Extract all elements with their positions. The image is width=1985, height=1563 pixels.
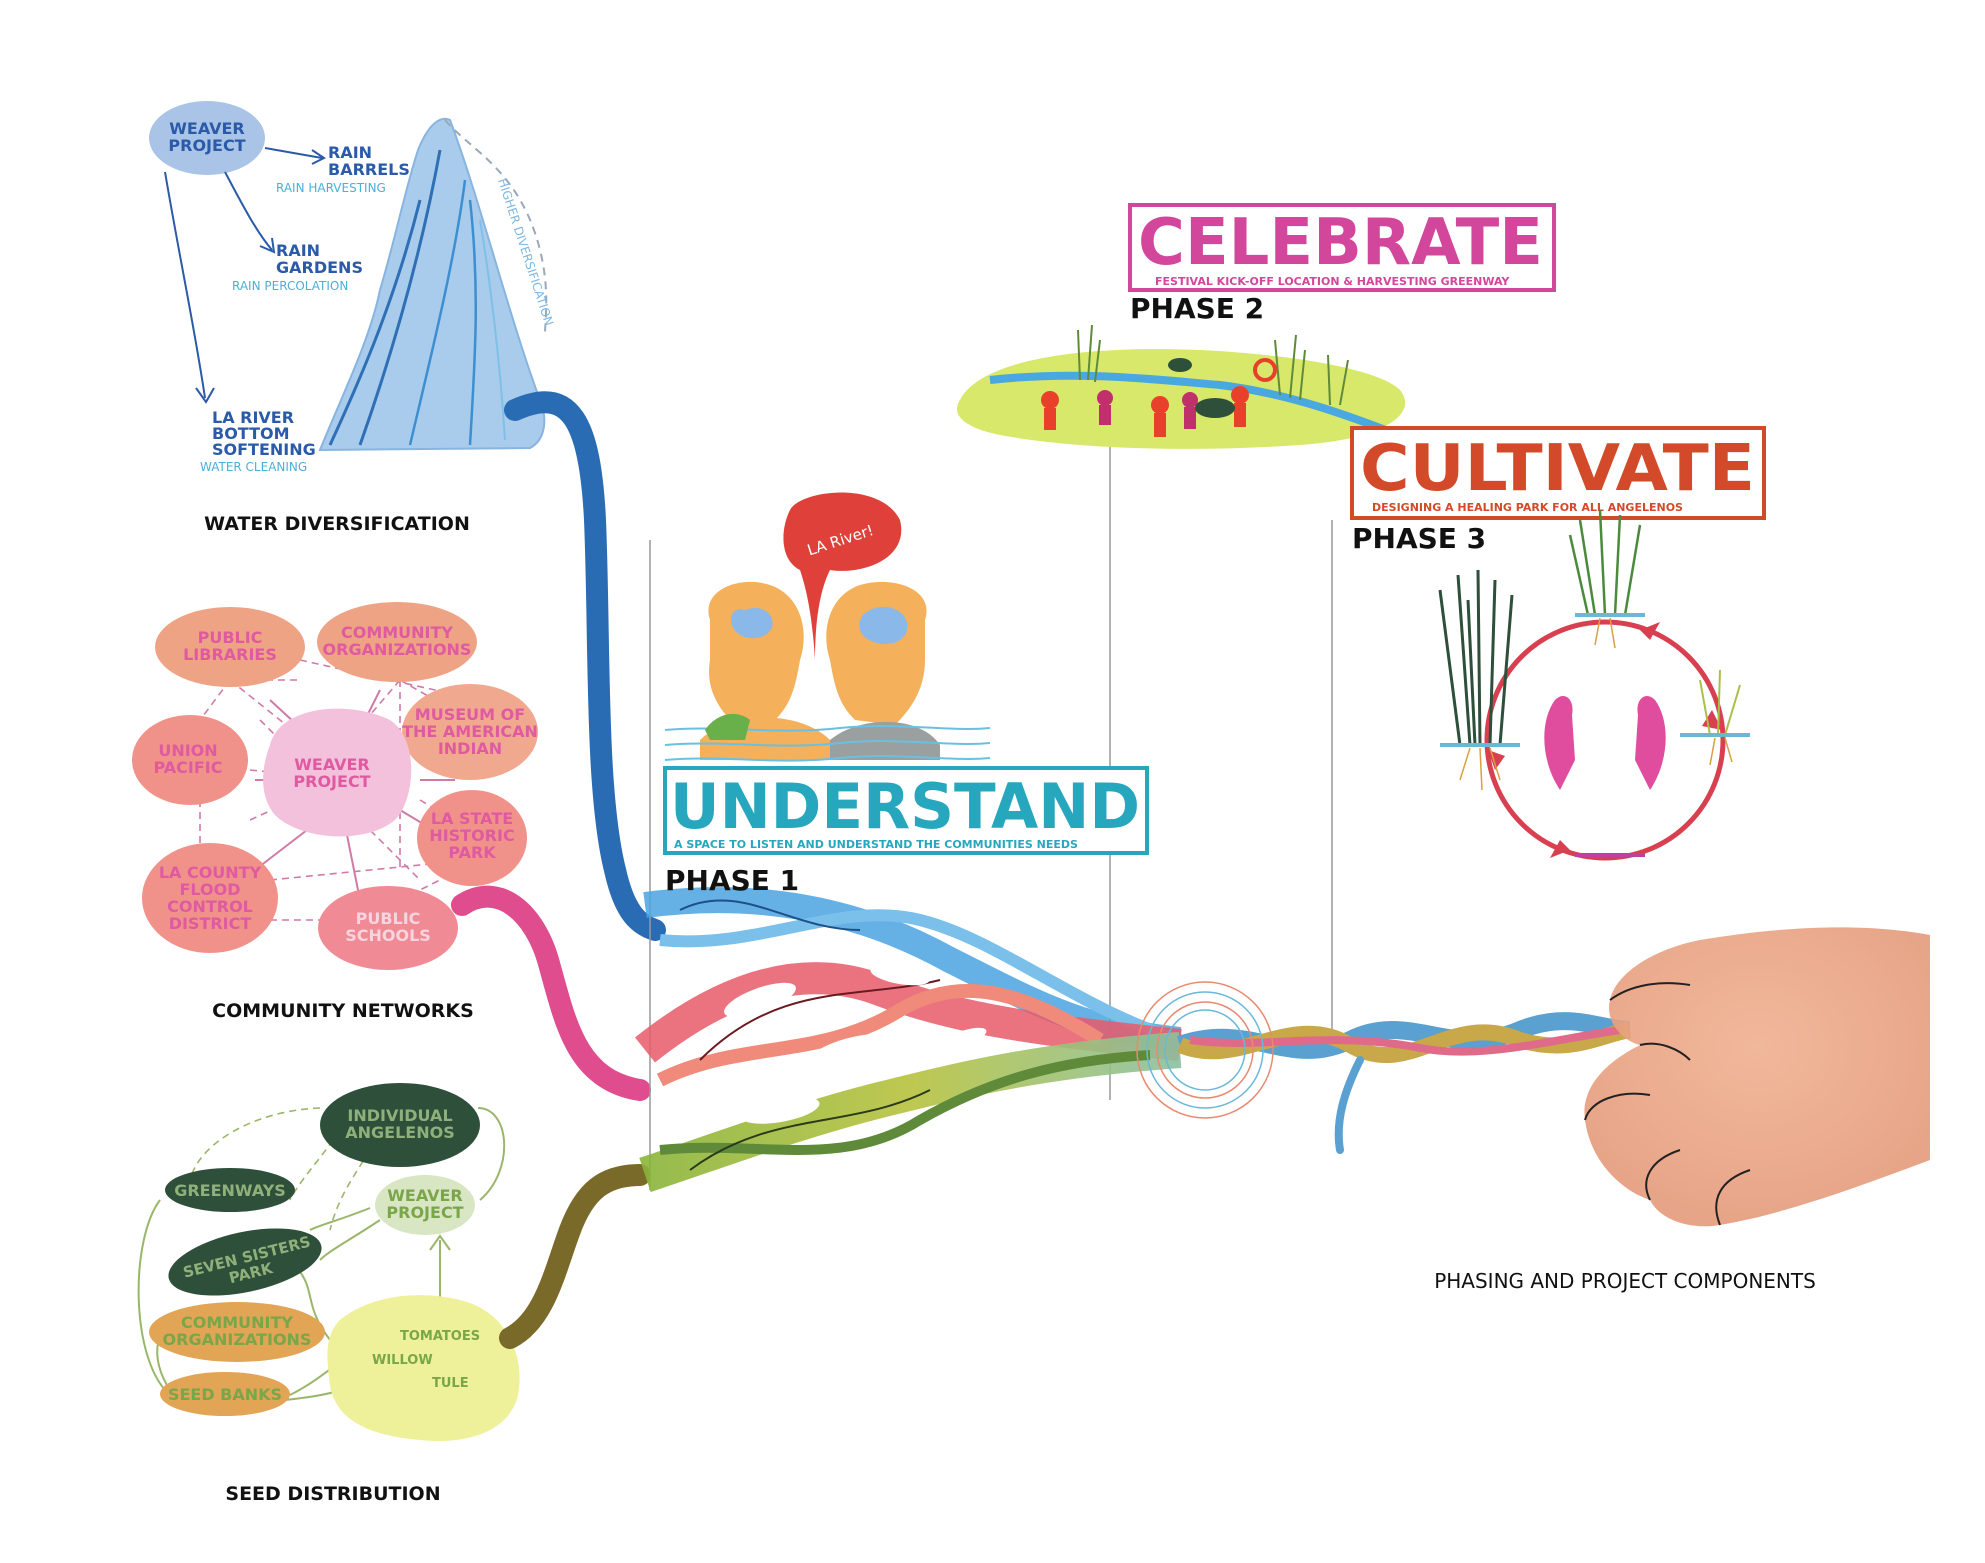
tule-label: TULE	[432, 1376, 469, 1391]
listening-heads-illustration	[664, 581, 991, 762]
cultivate-title-box	[1350, 426, 1766, 520]
festival-greenway-illustration	[956, 324, 1452, 459]
individual-angelenos-label-2: ANGELENOS	[345, 1123, 454, 1142]
community-organizations-label-2: ORGANIZATIONS	[323, 640, 472, 659]
la-county-label-1: LA COUNTY	[159, 863, 262, 882]
rain-percolation-label: RAIN PERCOLATION	[232, 279, 348, 293]
seed-community-orgs-label-2: ORGANIZATIONS	[163, 1330, 312, 1349]
public-schools-node	[318, 886, 458, 970]
water-weaver-label-1: WEAVER	[169, 119, 245, 138]
celebrate-title: CELEBRATE	[1138, 206, 1543, 280]
seed-banks-node	[160, 1372, 290, 1416]
tomatoes-label: TOMATOES	[400, 1329, 480, 1344]
hand-illustration	[1584, 927, 1930, 1227]
community-weaver-label-1: WEAVER	[294, 755, 370, 774]
community-networks-diagram: PUBLIC LIBRARIES COMMUNITY ORGANIZATIONS…	[132, 602, 538, 1022]
la-state-park-label-3: PARK	[448, 843, 496, 862]
willow-label: WILLOW	[372, 1353, 433, 1368]
public-libraries-label-2: LIBRARIES	[183, 645, 277, 664]
la-river-label-1: LA RIVER	[212, 408, 294, 427]
phase-2-label: PHASE 2	[1130, 292, 1264, 325]
community-organizations-node	[317, 602, 477, 682]
la-county-label-3: CONTROL	[167, 897, 253, 916]
woven-braid	[635, 887, 1632, 1193]
cultivate-subtitle: DESIGNING A HEALING PARK FOR ALL ANGELEN…	[1372, 501, 1683, 514]
greenways-label: GREENWAYS	[174, 1181, 286, 1200]
community-networks-caption: COMMUNITY NETWORKS	[212, 1000, 474, 1022]
rain-barrels-label-1: RAIN	[328, 143, 372, 162]
community-connector-strand	[451, 885, 651, 1101]
seed-banks-label: SEED BANKS	[168, 1385, 282, 1404]
seed-weaver-label-1: WEAVER	[387, 1186, 463, 1205]
seed-distribution-diagram: INDIVIDUAL ANGELENOS GREENWAYS WEAVER PR…	[137, 1083, 520, 1505]
water-connector-strand	[504, 391, 666, 941]
understand-subtitle: A SPACE TO LISTEN AND UNDERSTAND THE COM…	[674, 838, 1078, 851]
individual-angelenos-label-1: INDIVIDUAL	[347, 1106, 452, 1125]
phasing-caption: PHASING AND PROJECT COMPONENTS	[1434, 1269, 1816, 1293]
seed-distribution-caption: SEED DISTRIBUTION	[225, 1483, 440, 1505]
community-weaver-label-2: PROJECT	[293, 772, 370, 791]
la-county-label-4: DISTRICT	[169, 914, 252, 933]
la-state-park-label-1: LA STATE	[431, 809, 513, 828]
museum-label-1: MUSEUM OF	[415, 705, 525, 724]
water-diversification-caption: WATER DIVERSIFICATION	[204, 513, 470, 535]
plants-node	[327, 1295, 520, 1441]
rain-harvesting-label: RAIN HARVESTING	[276, 181, 386, 195]
phase-1-understand: LA River! UNDERSTAND A SPACE TO LISTEN A…	[663, 492, 1149, 897]
seed-community-orgs-node	[149, 1302, 325, 1362]
water-diversification-diagram: WEAVER PROJECT RAIN BARRELS RAIN HARVEST…	[149, 101, 556, 535]
celebrate-subtitle: FESTIVAL KICK-OFF LOCATION & HARVESTING …	[1155, 275, 1510, 288]
rain-barrels-label-2: BARRELS	[328, 160, 410, 179]
celebrate-title-box	[1128, 203, 1556, 292]
union-pacific-label-1: UNION	[158, 741, 217, 760]
museum-label-2: THE AMERICAN	[402, 722, 538, 741]
water-mountain-shape	[318, 117, 546, 452]
public-schools-label-2: SCHOOLS	[345, 926, 431, 945]
water-cleaning-label: WATER CLEANING	[200, 460, 307, 474]
seed-weaver-label-2: PROJECT	[386, 1203, 463, 1222]
community-organizations-label-1: COMMUNITY	[341, 623, 453, 642]
museum-node	[402, 684, 538, 780]
water-weaver-node	[149, 101, 265, 175]
la-county-label-2: FLOOD	[179, 880, 240, 899]
understand-title: UNDERSTAND	[670, 770, 1140, 843]
la-state-park-label-2: HISTORIC	[429, 826, 514, 845]
seed-connector-strand	[499, 1164, 651, 1349]
phase-3-label: PHASE 3	[1352, 522, 1486, 555]
union-pacific-label-2: PACIFIC	[154, 758, 223, 777]
rain-gardens-label-2: GARDENS	[276, 258, 363, 277]
phase-2-celebrate: CELEBRATE FESTIVAL KICK-OFF LOCATION & H…	[956, 203, 1556, 459]
celebration-rings	[1136, 981, 1274, 1119]
seed-weaver-node	[375, 1175, 475, 1235]
public-libraries-node	[155, 607, 305, 687]
museum-label-3: INDIAN	[438, 739, 502, 758]
seed-community-orgs-label-1: COMMUNITY	[181, 1313, 293, 1332]
public-schools-label-1: PUBLIC	[356, 909, 421, 928]
la-county-flood-node	[142, 843, 278, 953]
understand-title-box	[663, 766, 1149, 855]
rain-gardens-label-1: RAIN	[276, 241, 320, 260]
greenways-node	[165, 1168, 295, 1212]
individual-angelenos-node	[320, 1083, 480, 1167]
community-weaver-node	[263, 708, 412, 837]
cultivate-title: CULTIVATE	[1360, 432, 1755, 506]
union-pacific-node	[132, 715, 248, 805]
la-state-park-node	[417, 790, 527, 886]
phase-3-cultivate: CULTIVATE DESIGNING A HEALING PARK FOR A…	[1350, 426, 1766, 861]
la-river-label-2: BOTTOM	[212, 424, 290, 443]
water-weaver-label-2: PROJECT	[168, 136, 245, 155]
healing-cycle-illustration	[1438, 509, 1750, 861]
phase-1-label: PHASE 1	[665, 864, 799, 897]
la-river-label-3: SOFTENING	[212, 440, 316, 459]
public-libraries-label-1: PUBLIC	[198, 628, 263, 647]
seven-sisters-node	[168, 1228, 322, 1296]
